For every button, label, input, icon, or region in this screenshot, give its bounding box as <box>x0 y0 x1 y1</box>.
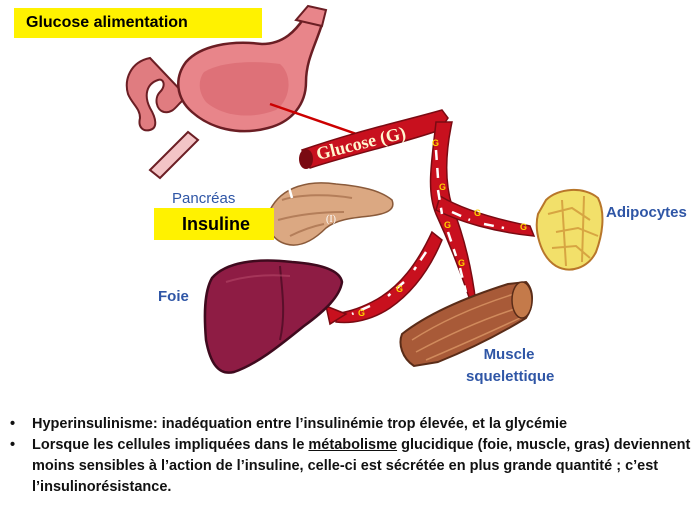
glucose-markers: G G G G G G G G <box>358 138 527 318</box>
glucose-intake-callout: Glucose alimentation <box>14 8 262 38</box>
muscle-label-line1: Muscle <box>483 346 535 363</box>
glucose-marker: G <box>396 284 403 294</box>
bullet-item-insulin-resistance: • Lorsque les cellules impliquées dans l… <box>0 435 700 498</box>
skeletal-muscle-illustration <box>399 280 533 368</box>
glucose-marker: G <box>474 208 481 218</box>
bullet-text: Hyperinsulinisme: inadéquation entre l’i… <box>32 416 568 432</box>
pancreas-label: Pancréas <box>172 190 236 207</box>
glucose-marker: G <box>432 138 439 148</box>
bullet-item-hyperinsulinism: • Hyperinsulinisme: inadéquation entre l… <box>0 414 700 435</box>
insulin-callout: Insuline <box>154 208 274 240</box>
adipocytes-illustration <box>535 189 604 271</box>
glucose-marker: G <box>444 220 451 230</box>
insulin-marker: (I) <box>326 214 336 225</box>
bullet-list: • Hyperinsulinisme: inadéquation entre l… <box>0 414 700 498</box>
glucose-marker: G <box>520 222 527 232</box>
glucose-label: Glucose (G) <box>314 122 408 165</box>
glucose-marker: G <box>358 308 365 318</box>
glucose-marker: G <box>439 182 446 192</box>
pancreas-illustration: (I) <box>267 182 394 246</box>
bullet-text-end: glucidique (foie, muscle, gras) devienne… <box>32 437 691 495</box>
bullet-symbol: • <box>10 437 16 453</box>
liver-illustration <box>203 259 344 374</box>
adipocytes-label: Adipocytes <box>606 204 687 221</box>
muscle-label: Muscle squelettique <box>466 344 555 388</box>
liver-label: Foie <box>158 288 189 305</box>
bullet-symbol: • <box>10 416 16 432</box>
blood-vessel-network <box>299 109 536 326</box>
absorption-arrow <box>269 102 369 140</box>
muscle-label-line2: squelettique <box>466 368 555 385</box>
glucose-marker: G <box>458 258 465 268</box>
underlined-term: métabolisme <box>308 437 398 453</box>
bullet-text-start: Lorsque les cellules impliquées dans le <box>32 437 309 453</box>
stomach-illustration <box>125 4 328 180</box>
